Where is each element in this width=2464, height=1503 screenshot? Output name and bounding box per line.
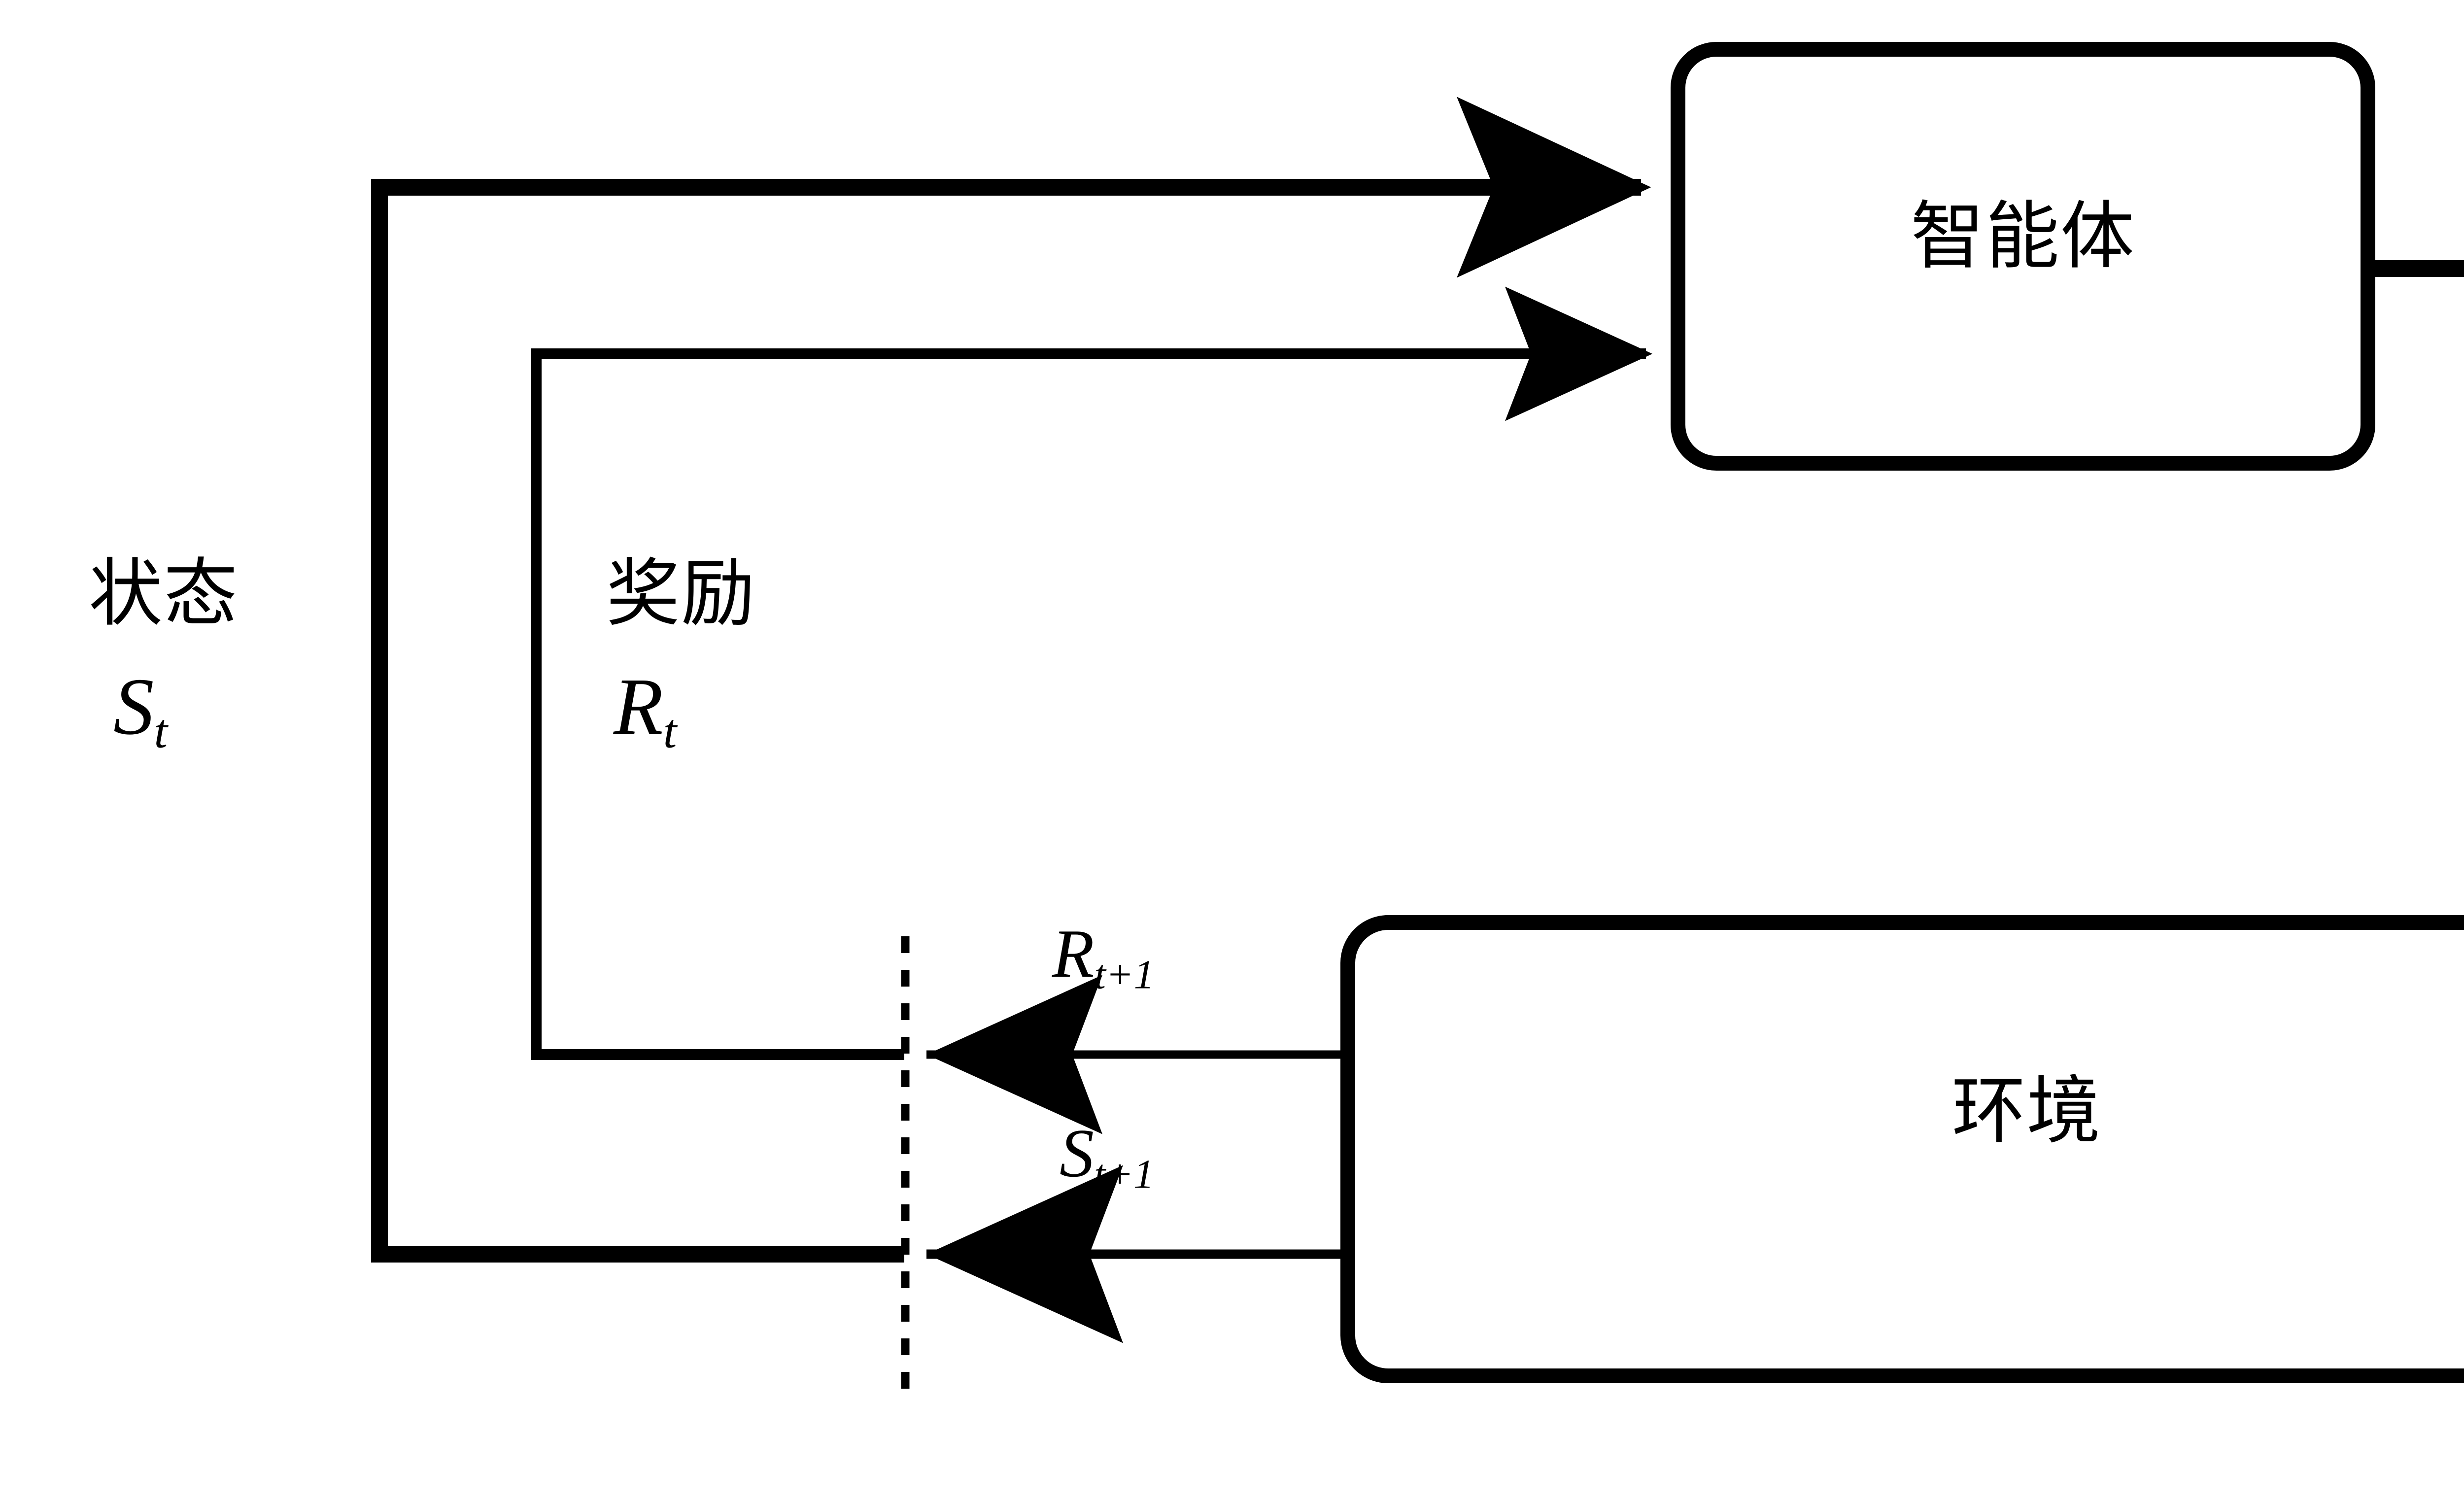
environment-node-box[interactable]	[1340, 915, 2464, 1383]
next-reward-symbol-subscript: t+1	[1094, 952, 1155, 998]
agent-node-box[interactable]	[1671, 42, 2375, 471]
state-symbol-subscript: t	[154, 704, 168, 758]
reward-symbol-subscript: t	[663, 704, 677, 758]
next-reward-symbol: Rt+1	[1052, 919, 1155, 996]
reward-symbol: Rt	[614, 665, 677, 757]
next-reward-symbol-base: R	[1052, 916, 1095, 992]
state-edge-label: 状态	[89, 553, 239, 635]
reward-symbol-base: R	[614, 661, 663, 752]
agent-node-label: 智能体	[1910, 196, 2135, 278]
state-symbol-base: S	[113, 661, 154, 752]
state-symbol: St	[113, 665, 168, 757]
reward-edge-label: 奖励	[606, 553, 756, 635]
next-state-symbol-base: S	[1060, 1115, 1094, 1192]
next-state-symbol: St+1	[1060, 1118, 1155, 1197]
environment-node-label: 环境	[1951, 1071, 2102, 1153]
edge-state-path	[371, 97, 1651, 1263]
edge-reward-path	[531, 286, 1653, 1060]
next-state-symbol-subscript: t+1	[1094, 1151, 1155, 1197]
